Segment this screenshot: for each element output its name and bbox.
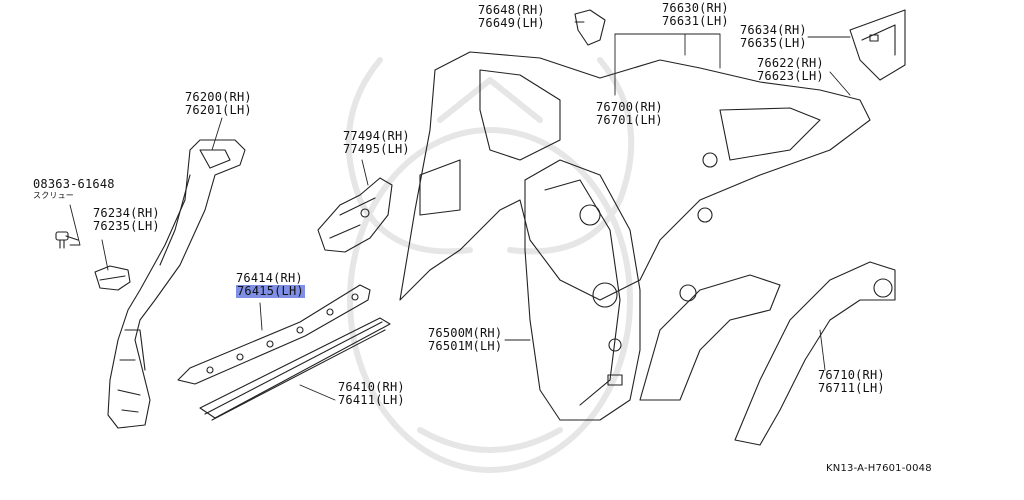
label-76700[interactable]: 76700(RH) 76701(LH) [596, 101, 663, 127]
pillar-inner-76200[interactable] [107, 139, 246, 429]
label-76622[interactable]: 76622(RH) 76623(LH) [757, 57, 824, 83]
label-08363-code: 08363-61648 [33, 177, 115, 191]
leader-lines [69, 21, 851, 401]
label-77494[interactable]: 77494(RH) 77495(LH) [343, 130, 410, 156]
label-76200-lh: 76201(LH) [185, 103, 252, 117]
corner-panel-76634[interactable] [849, 9, 906, 81]
bracket-77494[interactable] [317, 177, 393, 253]
label-76630[interactable]: 76630(RH) 76631(LH) [662, 2, 729, 28]
diagram-code: KN13-A-H7601-0048 [826, 463, 932, 474]
bracket-76648[interactable] [574, 9, 606, 46]
label-77494-lh: 77495(LH) [343, 142, 410, 156]
label-76634-rh: 76634(RH) [740, 23, 807, 37]
label-76710-lh: 76711(LH) [818, 381, 885, 395]
label-76622-rh: 76622(RH) [757, 56, 824, 70]
sill-76410[interactable] [199, 317, 391, 421]
label-76410[interactable]: 76410(RH) 76411(LH) [338, 381, 405, 407]
label-76500m[interactable]: 76500M(RH) 76501M(LH) [428, 327, 502, 353]
label-76500m-lh: 76501M(LH) [428, 339, 503, 353]
bracket-76234[interactable] [94, 265, 131, 291]
body-side-outer-76500m[interactable] [524, 159, 641, 421]
reinforcement-76414[interactable] [177, 284, 371, 385]
label-08363[interactable]: 08363-61648 スクリュー [33, 177, 115, 201]
quarter-inner-panel-76630[interactable] [399, 51, 871, 301]
label-76410-lh: 76411(LH) [338, 393, 405, 407]
label-76234-lh: 76235(LH) [93, 219, 160, 233]
label-76630-rh: 76630(RH) [662, 1, 729, 15]
label-76414-rh: 76414(RH) [236, 271, 303, 285]
label-76622-lh: 76623(LH) [757, 69, 824, 83]
label-76234-rh: 76234(RH) [93, 206, 160, 220]
wheel-house-inner[interactable] [639, 274, 781, 401]
screw-08363[interactable] [55, 231, 79, 249]
label-76634-lh: 76635(LH) [740, 36, 807, 50]
label-76200-rh: 76200(RH) [185, 90, 252, 104]
label-77494-rh: 77494(RH) [343, 129, 410, 143]
wheel-house-outer-76710[interactable] [734, 261, 896, 446]
label-76648-rh: 76648(RH) [478, 3, 545, 17]
watermark-emblem [345, 57, 635, 473]
label-76648-lh: 76649(LH) [478, 16, 545, 30]
label-76710[interactable]: 76710(RH) 76711(LH) [818, 369, 885, 395]
label-76415-lh-highlighted: 76415(LH) [236, 284, 305, 298]
label-76648[interactable]: 76648(RH) 76649(LH) [478, 4, 545, 30]
label-76630-lh: 76631(LH) [662, 14, 729, 28]
label-08363-note: スクリュー [33, 191, 74, 200]
label-76710-rh: 76710(RH) [818, 368, 885, 382]
label-76200[interactable]: 76200(RH) 76201(LH) [185, 91, 252, 117]
label-76634[interactable]: 76634(RH) 76635(LH) [740, 24, 807, 50]
label-76234[interactable]: 76234(RH) 76235(LH) [93, 207, 160, 233]
label-76500m-rh: 76500M(RH) [428, 326, 503, 340]
label-76700-lh: 76701(LH) [596, 113, 663, 127]
label-76700-rh: 76700(RH) [596, 100, 663, 114]
label-76414[interactable]: 76414(RH) 76415(LH) [236, 272, 305, 298]
label-76410-rh: 76410(RH) [338, 380, 405, 394]
